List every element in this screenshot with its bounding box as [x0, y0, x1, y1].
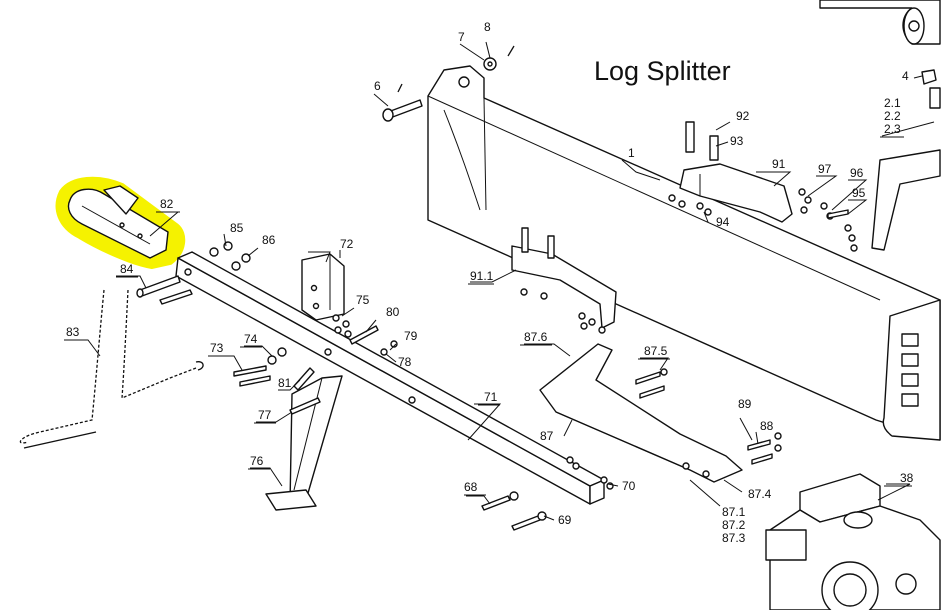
- label-part-86: 86: [262, 233, 276, 247]
- label-part-89: 89: [738, 397, 752, 411]
- label-part-87-2: 87.2: [722, 518, 746, 532]
- part-91-bracket: [679, 163, 793, 223]
- label-part-7: 7: [458, 30, 465, 44]
- label-part-87-6: 87.6: [524, 330, 548, 344]
- label-part-6: 6: [374, 79, 381, 93]
- label-part-93: 93: [730, 134, 744, 148]
- diagram-title: Log Splitter: [594, 56, 731, 86]
- label-part-74: 74: [244, 332, 258, 346]
- label-part-85: 85: [230, 221, 244, 235]
- label-part-1: 1: [628, 146, 635, 160]
- part-4-nut: [921, 69, 937, 85]
- label-part-72: 72: [340, 237, 354, 251]
- part-87-support: [539, 343, 743, 483]
- label-part-82: 82: [160, 197, 174, 211]
- label-part-92: 92: [736, 109, 750, 123]
- label-part-87-1: 87.1: [722, 505, 746, 519]
- label-underlines: [64, 136, 912, 496]
- beam-end-plate: [882, 299, 941, 441]
- part-72-bracket: [301, 253, 345, 321]
- label-part-96: 96: [850, 166, 864, 180]
- label-part-91-1: 91.1: [470, 269, 494, 283]
- label-part-69: 69: [558, 513, 572, 527]
- part-71-drawbar: [175, 251, 605, 505]
- part-38-engine: [765, 473, 941, 610]
- part-labels: 1 2.1 2.2 2.3 4 6 7 8 38 68 69 70 71 72 …: [66, 20, 914, 545]
- part-82-coupling-head: [67, 185, 169, 259]
- part-2-seal-kit: [929, 87, 941, 109]
- label-part-97: 97: [818, 162, 832, 176]
- label-part-87-5: 87.5: [644, 344, 668, 358]
- label-part-71: 71: [484, 390, 498, 404]
- label-part-88: 88: [760, 419, 774, 433]
- label-part-91: 91: [772, 157, 786, 171]
- label-part-76: 76: [250, 454, 264, 468]
- label-part-38: 38: [900, 471, 914, 485]
- label-part-75: 75: [356, 293, 370, 307]
- label-part-87: 87: [540, 429, 554, 443]
- label-part-8: 8: [484, 20, 491, 34]
- label-part-87-3: 87.3: [722, 531, 746, 545]
- label-part-79: 79: [404, 329, 418, 343]
- label-part-81: 81: [278, 376, 292, 390]
- label-part-95: 95: [852, 186, 866, 200]
- label-part-68: 68: [464, 480, 478, 494]
- label-part-2-3: 2.3: [884, 122, 901, 136]
- hydraulic-cylinder: [819, 0, 941, 45]
- label-part-80: 80: [386, 305, 400, 319]
- label-part-87-4: 87.4: [748, 487, 772, 501]
- label-part-4: 4: [902, 69, 909, 83]
- part-76-jack-stand: [265, 375, 343, 511]
- label-part-2-2: 2.2: [884, 109, 901, 123]
- label-part-84: 84: [120, 262, 134, 276]
- label-part-78: 78: [398, 355, 412, 369]
- fasteners: [136, 45, 858, 531]
- label-part-2-1: 2.1: [884, 96, 901, 110]
- part-83-safety-chain: [19, 289, 204, 449]
- part-1-main-beam: [427, 65, 941, 441]
- label-part-83: 83: [66, 325, 80, 339]
- right-mount-bracket: [871, 149, 941, 251]
- label-part-70: 70: [622, 479, 636, 493]
- label-part-94: 94: [716, 215, 730, 229]
- label-part-73: 73: [210, 341, 224, 355]
- label-part-77: 77: [258, 408, 272, 422]
